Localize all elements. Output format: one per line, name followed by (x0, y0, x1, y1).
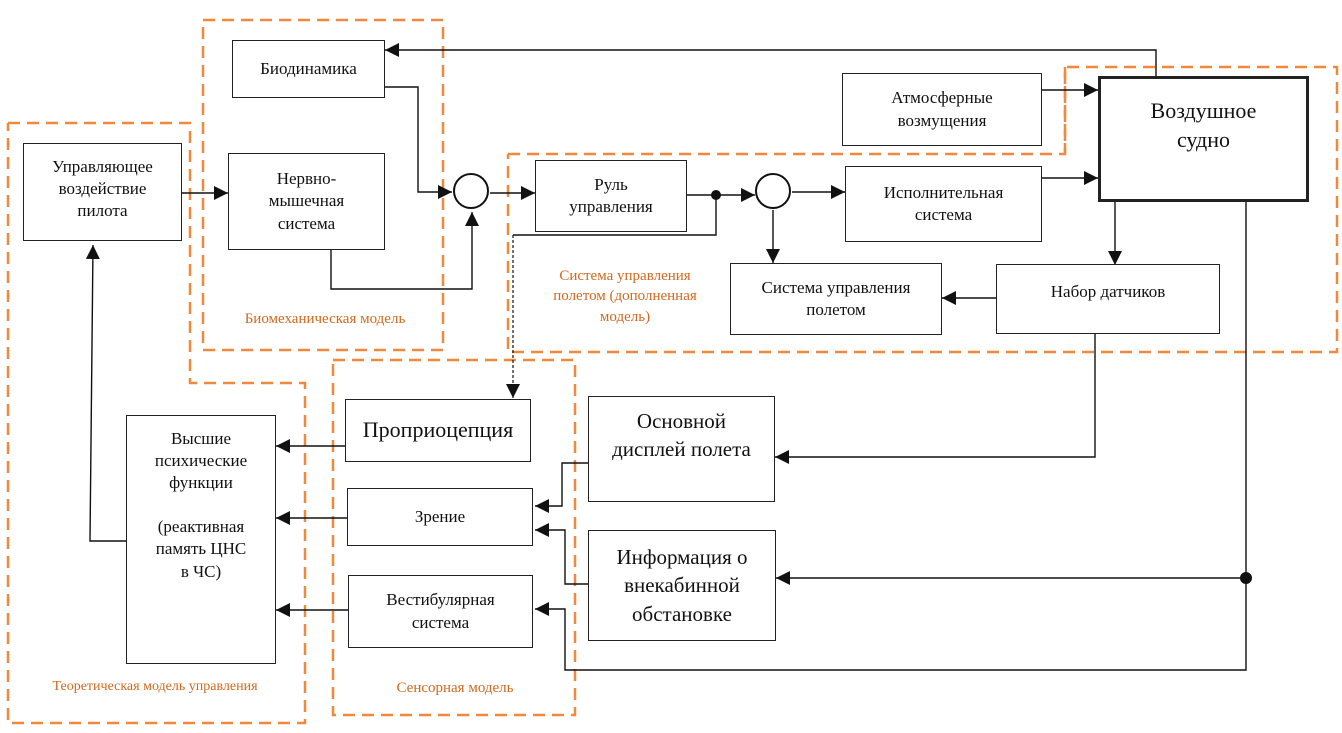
region-theoretical-border (6, 121, 307, 725)
region-label-sensory: Сенсорная модель (396, 680, 514, 696)
block-vision: Зрение (347, 488, 533, 546)
wire-biodynamics-to-sum1 (385, 86, 452, 199)
region-label-fcs-augmented: Система управления полетом (дополненная … (553, 268, 697, 325)
block-control-stick: Руль управления (535, 160, 687, 232)
wire-stick-branch (513, 195, 717, 236)
region-label-biomechanical: Биомеханическая модель (244, 311, 406, 327)
summing-junction-2 (755, 173, 791, 209)
wire-neuromuscular-to-sum1 (330, 212, 479, 290)
region-sensory-border (331, 358, 577, 717)
block-proprioception: Проприоцепция (345, 399, 531, 462)
block-sensors: Набор датчиков (996, 264, 1220, 334)
summing-junction-1 (453, 173, 489, 209)
block-neuromuscular: Нервно- мышечная система (228, 153, 385, 250)
wire-aircraft-down (535, 202, 1247, 671)
block-actuator: Исполнительная система (845, 166, 1042, 242)
wire-pfd-to-vision (535, 462, 588, 513)
wire-sensors-to-pfd (775, 333, 1096, 464)
block-primary-flight-display: Основной дисплей полета (588, 396, 775, 502)
wire-aircraft-to-biodynamics (385, 43, 1157, 76)
block-higher-functions: Высшие психические функции (реактивная п… (126, 415, 276, 664)
block-flight-control-system: Система управления полетом (730, 263, 942, 335)
block-vestibular: Вестибулярная система (348, 575, 533, 648)
region-biomechanical-border (201, 18, 445, 352)
block-pilot-control: Управляющее воздействие пилота (23, 143, 182, 241)
block-outside-info: Информация о внекабинной обстановке (588, 530, 776, 641)
wire-higher-to-pilot (85, 244, 126, 542)
region-label-theoretical: Теоретическая модель управления (52, 679, 258, 694)
junction-dot-aircraft (1240, 572, 1252, 584)
wire-outside-to-vision (535, 523, 588, 585)
junction-dot-stick (711, 190, 721, 200)
block-biodynamics: Биодинамика (232, 40, 385, 98)
block-atmospheric: Атмосферные возмущения (842, 73, 1042, 146)
block-aircraft: Воздушное судно (1098, 76, 1309, 202)
